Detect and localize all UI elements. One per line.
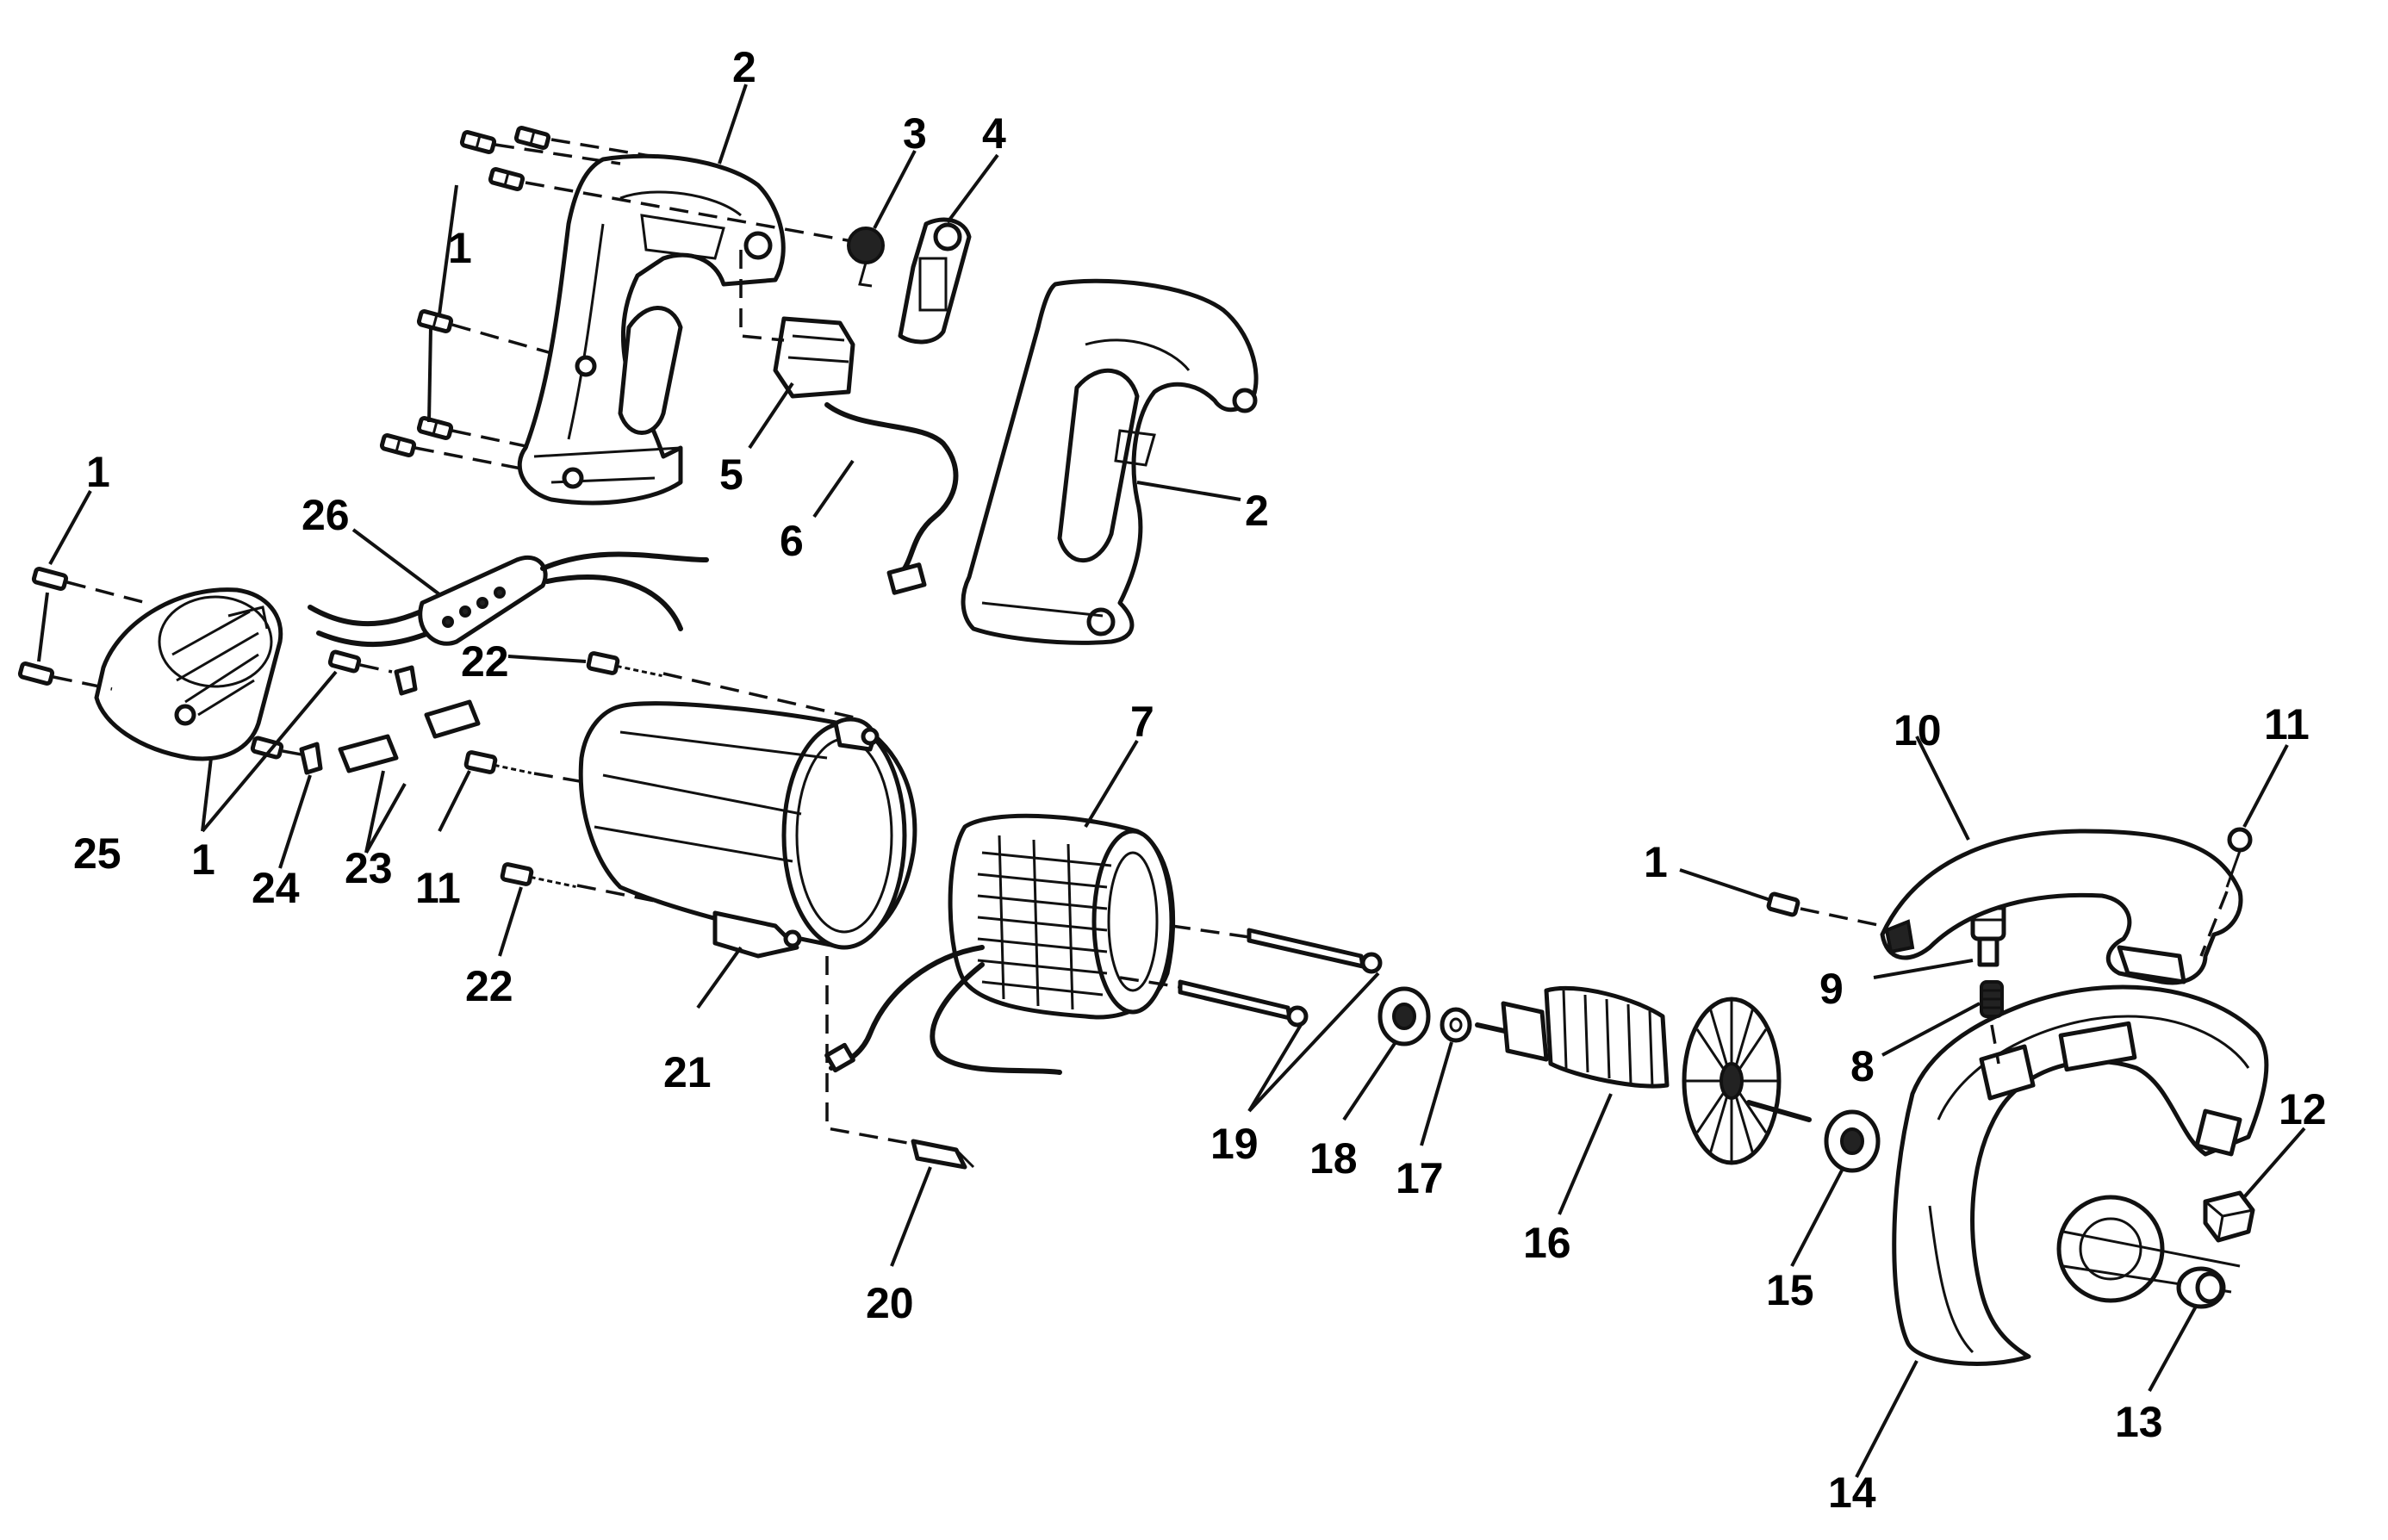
armature xyxy=(1475,985,1812,1165)
callout-1-endcap: 1 xyxy=(86,448,110,496)
callout-16: 16 xyxy=(1523,1219,1571,1267)
callout-14: 14 xyxy=(1828,1469,1876,1517)
callout-8: 8 xyxy=(1850,1042,1875,1090)
carbon-brushes xyxy=(338,699,481,773)
callout-1-brush: 1 xyxy=(191,835,215,884)
callout-7: 7 xyxy=(1130,698,1154,746)
callout-21: 21 xyxy=(663,1048,712,1096)
washer xyxy=(1440,1007,1472,1043)
field-stator xyxy=(948,813,1176,1020)
motor-housing xyxy=(578,701,923,1147)
blade-guard-housing xyxy=(1892,984,2269,1366)
callout-19: 19 xyxy=(1210,1120,1259,1168)
callout-5: 5 xyxy=(719,450,743,499)
bushing xyxy=(2176,1266,2226,1309)
callout-26: 26 xyxy=(302,491,350,539)
trigger-spring xyxy=(847,227,885,288)
power-cord xyxy=(308,551,709,648)
motor-end-cap xyxy=(94,587,283,761)
callout-2-right: 2 xyxy=(1245,487,1269,535)
bearing-front xyxy=(1824,1109,1881,1173)
callout-6: 6 xyxy=(780,517,804,565)
callout-1-handle: 1 xyxy=(448,224,472,272)
callout-4: 4 xyxy=(982,109,1006,158)
callout-23: 23 xyxy=(345,844,393,892)
callout-2-top: 2 xyxy=(732,43,756,91)
callout-13: 13 xyxy=(2115,1398,2163,1446)
auxiliary-handle xyxy=(1880,829,2243,985)
callout-12: 12 xyxy=(2279,1085,2327,1133)
handle-half-left xyxy=(517,153,786,506)
terminal-clip xyxy=(911,1139,975,1170)
trigger xyxy=(898,217,972,345)
callout-18: 18 xyxy=(1309,1134,1358,1183)
callout-15: 15 xyxy=(1766,1266,1814,1314)
blade-nut xyxy=(2203,1190,2255,1243)
bearing-rear xyxy=(1377,986,1431,1046)
callout-1-auxhandle: 1 xyxy=(1644,838,1668,886)
long-screws xyxy=(1178,928,1383,1028)
callout-11-right: 11 xyxy=(2264,700,2310,748)
lock-spring xyxy=(1980,980,2004,1018)
callout-10: 10 xyxy=(1894,706,1942,754)
callout-9: 9 xyxy=(1819,965,1844,1013)
callout-20: 20 xyxy=(866,1279,914,1327)
callout-22-top: 22 xyxy=(461,637,509,686)
handle-screw-right xyxy=(2225,827,2253,888)
switch xyxy=(773,316,855,399)
callout-3: 3 xyxy=(903,109,927,158)
handle-half-right xyxy=(961,278,1259,645)
handle-screws xyxy=(379,126,551,457)
callout-24: 24 xyxy=(252,864,300,912)
callout-11-left: 11 xyxy=(415,864,461,912)
callout-22-bottom: 22 xyxy=(465,962,513,1010)
callout-17: 17 xyxy=(1396,1154,1444,1202)
brush-clip xyxy=(299,665,418,775)
callout-25: 25 xyxy=(73,829,121,878)
